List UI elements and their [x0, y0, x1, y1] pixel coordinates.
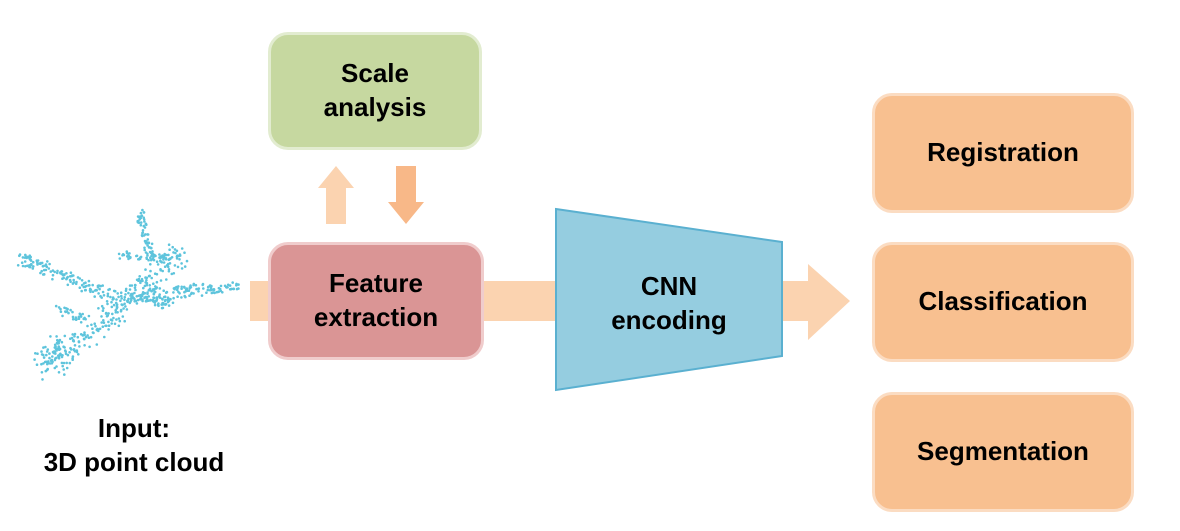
- registration-box: Registration: [872, 93, 1134, 213]
- cnn-encoding-label: CNN encoding: [611, 271, 727, 335]
- feature-to-cnn-arrow: [484, 281, 556, 321]
- scale-analysis-box: Scale analysis: [268, 32, 482, 150]
- up-arrow: [318, 166, 354, 224]
- input-to-feature-arrow: [250, 281, 270, 321]
- scale-analysis-label: Scale analysis: [323, 58, 427, 122]
- segmentation-label: Segmentation: [917, 436, 1089, 467]
- cnn-encoder-shape: [555, 207, 783, 392]
- registration-label: Registration: [927, 137, 1079, 168]
- segmentation-box: Segmentation: [872, 392, 1134, 512]
- classification-label: Classification: [918, 286, 1088, 317]
- classification-box: Classification: [872, 242, 1134, 362]
- feature-extraction-box: Feature extraction: [268, 242, 484, 360]
- cnn-to-output-arrow: [782, 264, 850, 340]
- feature-extraction-label: Feature extraction: [313, 268, 439, 332]
- input-label: Input: 3D point cloud: [43, 413, 225, 477]
- down-arrow: [388, 166, 424, 224]
- airplane-point-cloud-icon: [16, 208, 240, 381]
